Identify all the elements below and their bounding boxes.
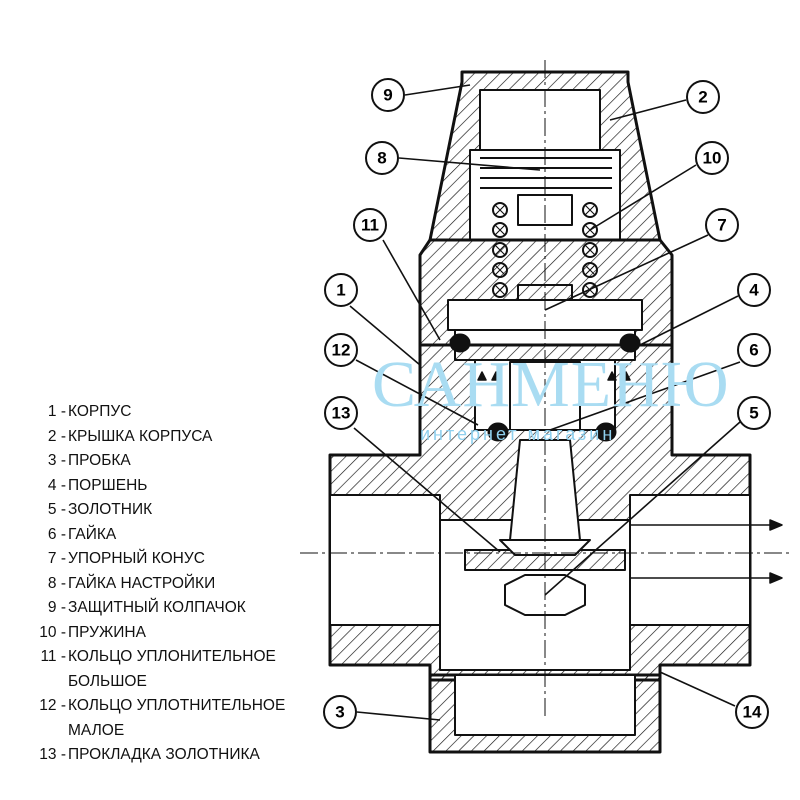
svg-text:9: 9 (383, 86, 392, 105)
svg-text:14: 14 (743, 703, 762, 722)
callout-6: 6 (737, 333, 771, 367)
watermark-subtitle: интернет магазин (420, 424, 616, 444)
svg-text:10: 10 (703, 149, 722, 168)
callout-11: 11 (353, 208, 387, 242)
svg-text:11: 11 (361, 216, 379, 235)
legend-item: 7 -УПОРНЫЙ КОНУС (47, 550, 205, 567)
callout-13: 13 (324, 396, 358, 430)
legend-item-continuation: БОЛЬШОЕ (68, 672, 147, 690)
legend-item: 2 -КРЫШКА КОРПУСА (47, 427, 213, 445)
svg-text:13: 13 (332, 404, 351, 423)
legend-item: 5 -ЗОЛОТНИК (47, 501, 153, 518)
legend-item: 9 -ЗАЩИТНЫЙ КОЛПАЧОК (47, 599, 246, 616)
svg-text:5: 5 (749, 404, 758, 423)
callout-14: 14 (735, 695, 769, 729)
svg-text:12: 12 (332, 341, 351, 360)
callout-10: 10 (695, 141, 729, 175)
svg-text:7: 7 (717, 216, 726, 235)
svg-text:6: 6 (749, 341, 758, 360)
callout-4: 4 (737, 273, 771, 307)
svg-text:4: 4 (749, 281, 759, 300)
legend-item-continuation: МАЛОЕ (68, 721, 125, 739)
callout-1: 1 (324, 273, 358, 307)
legend-item: 4 -ПОРШЕНЬ (47, 476, 148, 494)
watermark-brand: САНМЕНЮ (372, 348, 730, 421)
svg-text:3: 3 (335, 703, 344, 722)
legend-item: 8 -ГАЙКА НАСТРОЙКИ (47, 574, 216, 592)
legend-item: 11 -КОЛЬЦО УПЛОНИТЕЛЬНОЕ (40, 648, 276, 665)
callout-3: 3 (323, 695, 357, 729)
svg-text:1: 1 (336, 281, 345, 300)
svg-text:2: 2 (698, 88, 707, 107)
legend-item: 1 -КОРПУС (47, 403, 132, 420)
callout-7: 7 (705, 208, 739, 242)
legend-item: 10 -ПРУЖИНА (39, 623, 146, 641)
legend-item: 12 -КОЛЬЦО УПЛОТНИТЕЛЬНОЕ (39, 697, 286, 714)
callout-8: 8 (365, 141, 399, 175)
legend-item: 3 -ПРОБКА (47, 452, 131, 469)
callout-2: 2 (686, 80, 720, 114)
callout-5: 5 (737, 396, 771, 430)
callout-9: 9 (371, 78, 405, 112)
parts-legend: 1 -КОРПУС 2 -КРЫШКА КОРПУСА 3 -ПРОБКА 4 … (38, 400, 285, 768)
legend-item: 13 -ПРОКЛАДКА ЗОЛОТНИКА (39, 746, 260, 763)
svg-text:8: 8 (377, 149, 386, 168)
leader-lines (349, 84, 741, 721)
legend-item: 6 -ГАЙКА (47, 525, 117, 543)
callout-12: 12 (324, 333, 358, 367)
callouts: 1 2 3 4 5 6 7 8 9 10 11 12 13 14 (323, 78, 771, 729)
